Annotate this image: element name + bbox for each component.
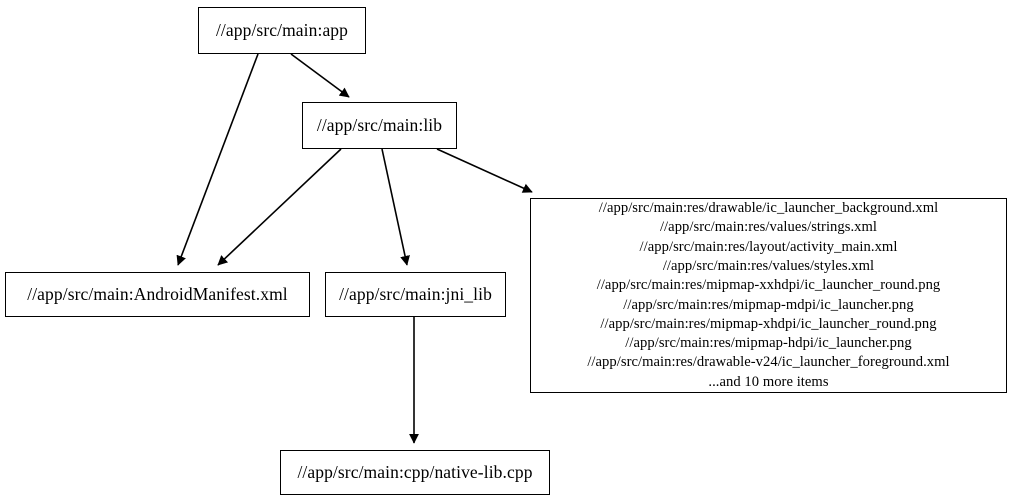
node-lib[interactable]: //app/src/main:lib xyxy=(302,102,457,149)
node-lib-label: //app/src/main:lib xyxy=(316,114,443,135)
node-native-lib-cpp[interactable]: //app/src/main:cpp/native-lib.cpp xyxy=(280,450,550,495)
node-app[interactable]: //app/src/main:app xyxy=(198,7,366,54)
node-android-manifest-label: //app/src/main:AndroidManifest.xml xyxy=(27,283,288,304)
edge-lib-to-jni-lib xyxy=(381,148,410,266)
node-android-manifest[interactable]: //app/src/main:AndroidManifest.xml xyxy=(5,272,310,317)
edge-app-to-manifest xyxy=(176,53,259,266)
node-jni-lib[interactable]: //app/src/main:jni_lib xyxy=(325,272,506,317)
edge-lib-to-manifest xyxy=(217,148,342,266)
node-resources-group-label: //app/src/main:res/drawable/ic_launcher_… xyxy=(587,200,950,390)
node-native-lib-cpp-label: //app/src/main:cpp/native-lib.cpp xyxy=(297,461,533,482)
node-resources-group[interactable]: //app/src/main:res/drawable/ic_launcher_… xyxy=(530,198,1007,393)
edge-app-to-lib xyxy=(290,53,350,98)
node-app-label: //app/src/main:app xyxy=(215,19,349,40)
edge-lib-to-resources xyxy=(436,148,533,193)
node-jni-lib-label: //app/src/main:jni_lib xyxy=(339,283,492,304)
